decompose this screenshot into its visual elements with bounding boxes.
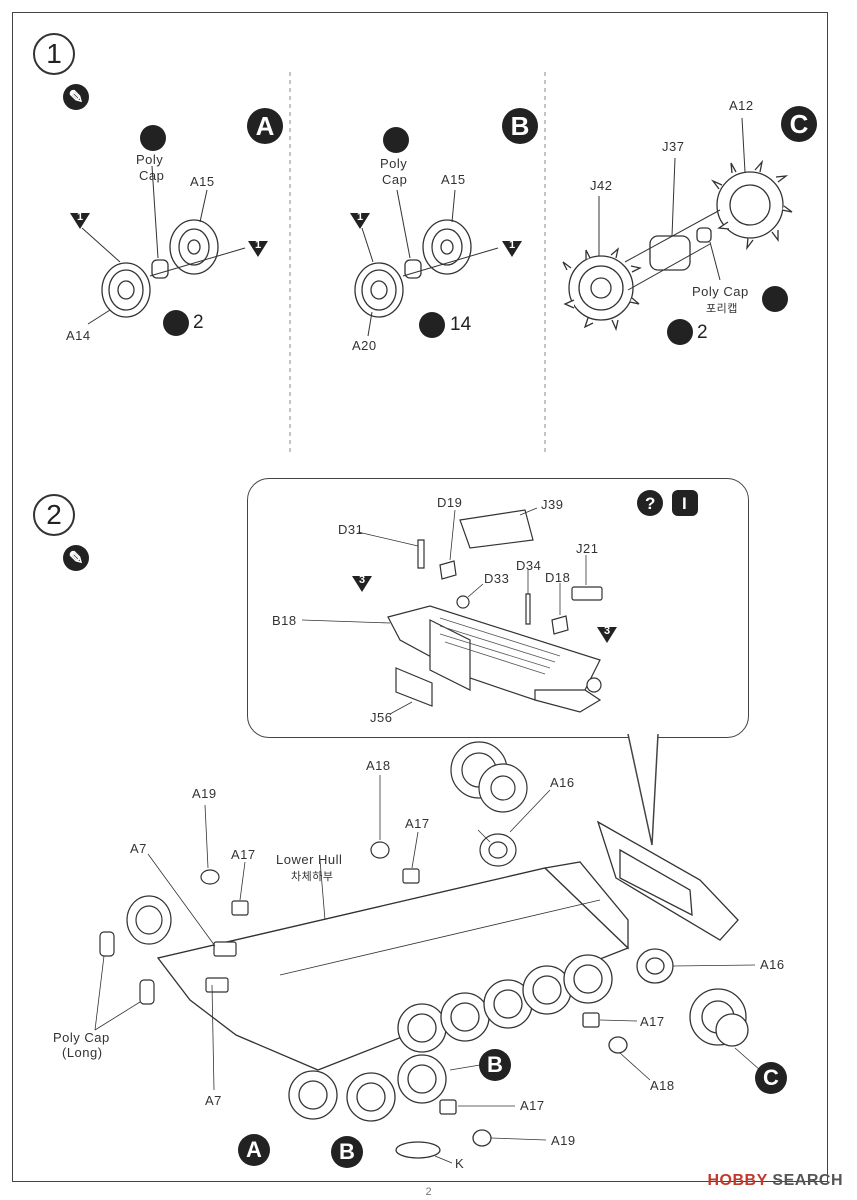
cement-icon: ✎ [63, 84, 89, 110]
part-d33: D33 [484, 571, 510, 586]
panel-a-triangle-right-num: 1 [255, 239, 262, 251]
question-badge: ? [645, 494, 656, 513]
label-a16-top: A16 [550, 775, 575, 790]
panel-a-badge: A [247, 108, 283, 144]
step-2-number: 2 [33, 494, 75, 536]
label-a7-top: A7 [130, 841, 147, 856]
part-j21: J21 [576, 541, 599, 556]
page-number: 2 [425, 1186, 432, 1198]
panel-c-part-j37: J37 [662, 139, 685, 154]
panel-b-badge: B [502, 108, 538, 144]
panel-c-polycap-label: Poly Cap [692, 284, 749, 299]
part-j56: J56 [370, 710, 393, 725]
panel-c-part-a12: A12 [729, 98, 754, 113]
label-a17-right: A17 [640, 1014, 665, 1029]
panel-a-part-a15: A15 [190, 174, 215, 189]
panel-c-part-j42: J42 [590, 178, 613, 193]
label-a18-right: A18 [650, 1078, 675, 1093]
panel-c-quantity: 2 [697, 322, 708, 343]
part-d34: D34 [516, 558, 542, 573]
label-a17-top-left: A17 [231, 847, 256, 862]
part-b18: B18 [272, 613, 297, 628]
panel-a-part-a14: A14 [66, 328, 91, 343]
panel-a-triangle-left-num: 1 [77, 211, 84, 223]
badge-b-mid: B [479, 1049, 511, 1081]
panel-b-polycap-label-2: Cap [382, 172, 408, 187]
label-a17-top-mid: A17 [405, 816, 430, 831]
part-d19: D19 [437, 495, 463, 510]
label-a19-top: A19 [192, 786, 217, 801]
panel-a-polycap-label-1: Poly [136, 152, 164, 167]
label-a16-right: A16 [760, 957, 785, 972]
panel-a-quantity: 2 [193, 312, 204, 333]
cement-icon-2: ✎ [63, 545, 89, 571]
panel-a-polycap-label-2: Cap [139, 168, 165, 183]
panel-b-part-a20: A20 [352, 338, 377, 353]
panel-b-part-a15: A15 [441, 172, 466, 187]
panel-c-polycap-korean: 포리캡 [706, 303, 738, 315]
panel-b-triangle-right-num: 1 [509, 239, 516, 251]
label-a18-top: A18 [366, 758, 391, 773]
info-badge: I [682, 494, 688, 513]
lower-hull-korean: 차체하부 [291, 871, 334, 883]
sprocket-c [568, 171, 784, 321]
badge-a-bottom: A [238, 1134, 270, 1166]
part-j39: J39 [541, 497, 564, 512]
badge-b-bottom: B [331, 1136, 363, 1168]
panel-b-polycap-label-1: Poly [380, 156, 408, 171]
badge-c-right: C [755, 1062, 787, 1094]
road-wheel-a [101, 219, 219, 318]
label-k: K [455, 1156, 465, 1171]
panel-c-badge: C [781, 106, 817, 142]
part-d18: D18 [545, 570, 571, 585]
label-a17-bottom: A17 [520, 1098, 545, 1113]
road-wheel-b [354, 219, 472, 318]
step-1-number: 1 [33, 33, 75, 75]
lower-hull-label: Lower Hull [276, 852, 343, 867]
label-a19-bottom: A19 [551, 1133, 576, 1148]
part-d31: D31 [338, 522, 364, 537]
label-a7-bottom: A7 [205, 1093, 222, 1108]
watermark: HOBBY SEARCH [707, 1172, 843, 1190]
poly-cap-long-label-2: (Long) [62, 1045, 103, 1060]
detail-triangle-right-num: 3 [604, 625, 611, 637]
panel-b-triangle-left-num: 1 [357, 211, 364, 223]
page-frame [12, 12, 828, 1182]
detail-triangle-left-num: 3 [359, 574, 366, 586]
watermark-suffix: SEARCH [767, 1172, 843, 1189]
panel-b-quantity: 14 [450, 314, 472, 335]
poly-cap-long-label-1: Poly Cap [53, 1030, 110, 1045]
watermark-prefix: HOBBY [707, 1172, 768, 1189]
